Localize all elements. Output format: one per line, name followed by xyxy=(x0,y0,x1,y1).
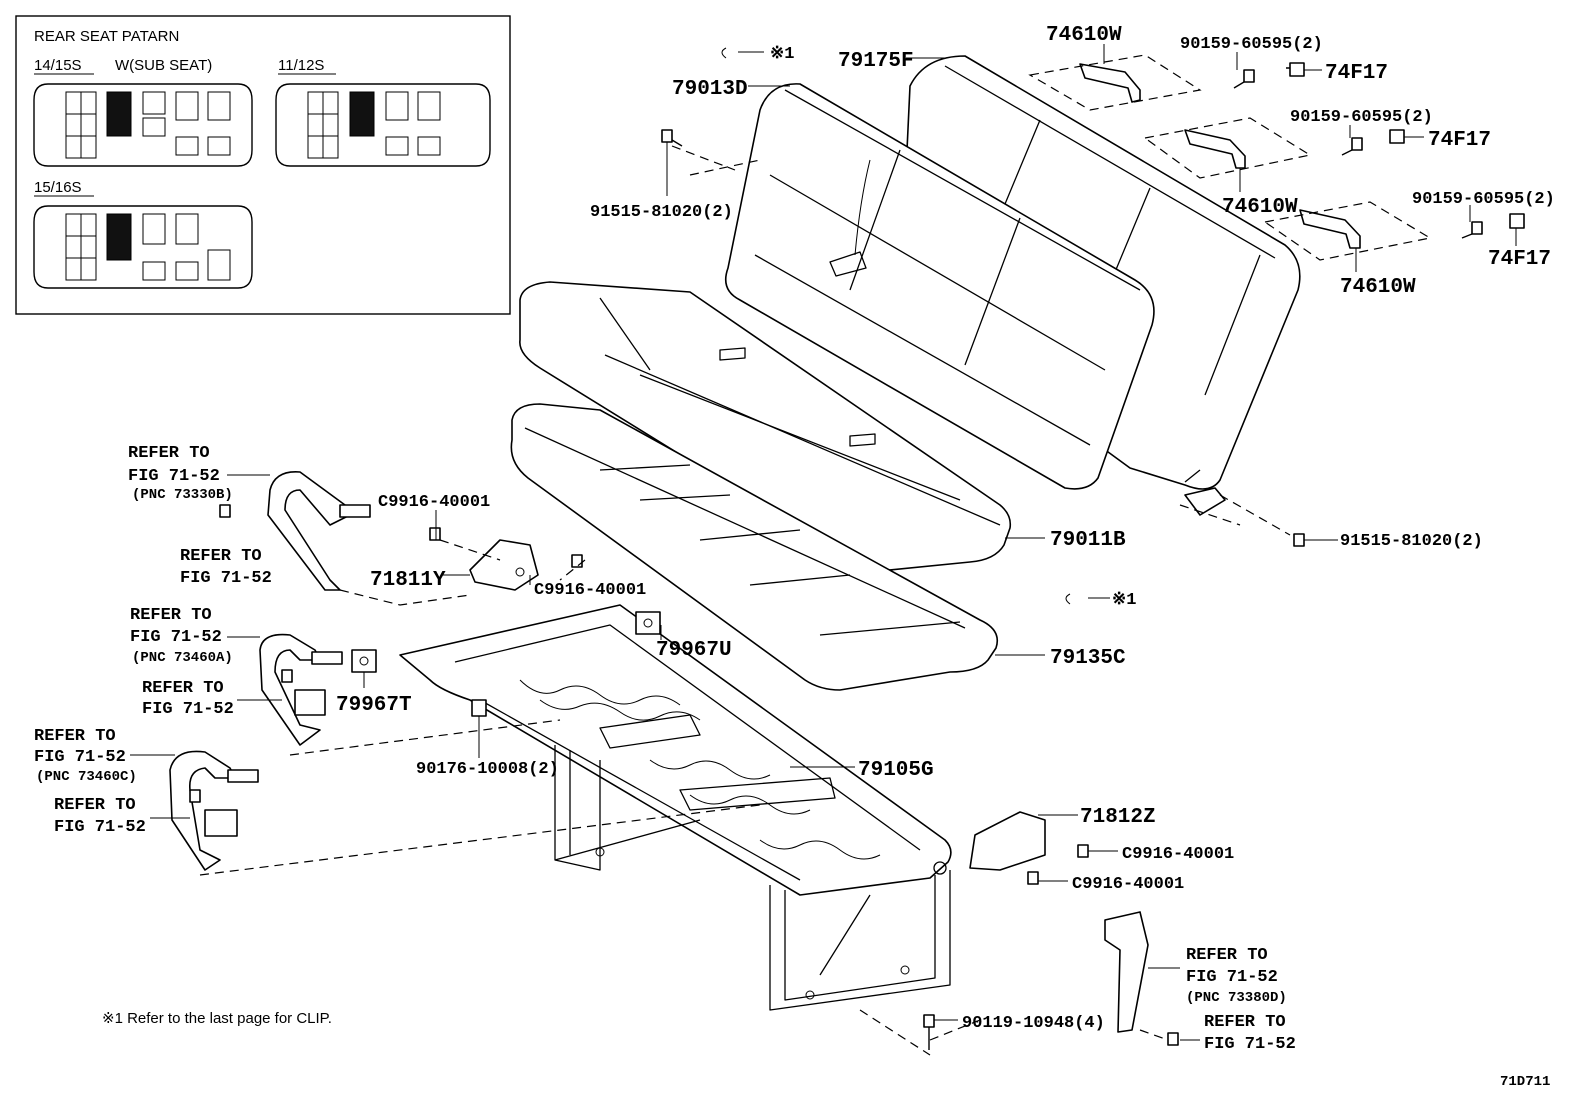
bolt-91515-2 xyxy=(1293,533,1305,547)
ref-8-line-1: REFER TO xyxy=(1204,1013,1286,1032)
label-clip-ref-2: ※1 xyxy=(1112,591,1136,610)
bolt-left-2 xyxy=(281,669,293,683)
bolt-90159-2 xyxy=(1341,137,1363,156)
label-90159-3: 90159-60595(2) xyxy=(1412,190,1555,209)
ref-7-pnc: (PNC 73380D) xyxy=(1186,990,1287,1006)
ref-7-line-1: REFER TO xyxy=(1186,946,1268,965)
ref-6-line-1: REFER TO xyxy=(54,796,136,815)
label-clip-ref-1: ※1 xyxy=(770,45,794,64)
label-90159-1: 90159-60595(2) xyxy=(1180,35,1323,54)
nut-90176 xyxy=(471,699,487,717)
clip-74F17-3 xyxy=(1509,213,1525,229)
ref-5-line-2: FIG 71-52 xyxy=(34,748,126,767)
ref-1-pnc: (PNC 73330B) xyxy=(132,487,233,503)
inset-sub-seat-marker-3 xyxy=(106,213,132,261)
label-90119: 90119-10948(4) xyxy=(962,1014,1105,1033)
inset-sub-seat-marker xyxy=(106,91,132,137)
label-79105G: 79105G xyxy=(858,759,934,782)
ref-1-line-2: FIG 71-52 xyxy=(128,467,220,486)
bolt-left-1 xyxy=(219,504,231,518)
cover-71811Y xyxy=(469,539,539,591)
ref-5-pnc: (PNC 73460C) xyxy=(36,769,137,785)
ref-4-line-1: REFER TO xyxy=(142,679,224,698)
ref-2-line-2: FIG 71-52 xyxy=(180,569,272,588)
label-91515-1: 91515-81020(2) xyxy=(590,203,733,222)
bolt-91515-1 xyxy=(661,129,683,147)
label-91515-2: 91515-81020(2) xyxy=(1340,532,1483,551)
ref-3-line-1: REFER TO xyxy=(130,606,212,625)
cover-71812Z xyxy=(969,811,1046,871)
label-74F17-2: 74F17 xyxy=(1428,129,1491,152)
inset-title: REAR SEAT PATARN xyxy=(34,28,179,45)
seatbelt-upper-left xyxy=(267,471,371,591)
inset-group-label-14-15s: 14/15S xyxy=(34,57,82,74)
nut-79967U xyxy=(635,611,661,635)
bolt-90159-1 xyxy=(1233,69,1255,89)
inset-sub-seat-label: W(SUB SEAT) xyxy=(115,57,212,74)
ref-4-line-2: FIG 71-52 xyxy=(142,700,234,719)
ref-1-line-1: REFER TO xyxy=(128,444,210,463)
bracket-74610W-1 xyxy=(1079,63,1141,103)
ref-2-line-1: REFER TO xyxy=(180,547,262,566)
seat-frame-79105G xyxy=(399,604,952,1011)
inset-sub-seat-marker-2 xyxy=(349,91,375,137)
label-79013D: 79013D xyxy=(672,78,748,101)
label-79175F: 79175F xyxy=(838,50,914,73)
label-C9916-3: C9916-40001 xyxy=(1122,845,1234,864)
bolt-left-3 xyxy=(189,789,201,803)
label-74F17-1: 74F17 xyxy=(1325,62,1388,85)
label-74610W-2: 74610W xyxy=(1222,196,1298,219)
label-74610W-3: 74610W xyxy=(1340,276,1416,299)
inset-group-label-11-12s: 11/12S xyxy=(278,57,324,74)
ref-3-pnc: (PNC 73460A) xyxy=(132,650,233,666)
ref-3-line-2: FIG 71-52 xyxy=(130,628,222,647)
seatbelt-middle-left xyxy=(259,633,343,746)
bracket-rear-lower xyxy=(1184,487,1226,516)
label-C9916-1: C9916-40001 xyxy=(378,493,490,512)
label-79967U: 79967U xyxy=(656,639,732,662)
ref-8-line-2: FIG 71-52 xyxy=(1204,1035,1296,1054)
inset-van-14-15s xyxy=(33,83,253,167)
label-79967T: 79967T xyxy=(336,694,412,717)
figure-code: 71D711 xyxy=(1500,1074,1550,1090)
label-79011B: 79011B xyxy=(1050,529,1126,552)
clip-74F17-1 xyxy=(1286,62,1305,77)
ref-6-line-2: FIG 71-52 xyxy=(54,818,146,837)
bracket-74610W-3 xyxy=(1299,209,1361,249)
screw-C9916-4 xyxy=(1027,871,1039,885)
bracket-74610W-2 xyxy=(1184,129,1246,169)
ref-5-line-1: REFER TO xyxy=(34,727,116,746)
inset-frame xyxy=(15,15,511,315)
label-C9916-4: C9916-40001 xyxy=(1072,875,1184,894)
bolt-90159-3 xyxy=(1461,221,1483,239)
label-71812Z: 71812Z xyxy=(1080,806,1156,829)
bolt-90119 xyxy=(923,1014,935,1050)
inset-van-11-12s xyxy=(275,83,491,167)
clip-74F17-2 xyxy=(1389,129,1405,144)
label-74610W-1: 74610W xyxy=(1046,24,1122,47)
label-90176: 90176-10008(2) xyxy=(416,760,559,779)
seat-cushion-cover-79135C xyxy=(510,403,999,691)
label-C9916-2: C9916-40001 xyxy=(534,581,646,600)
screw-C9916-2 xyxy=(571,554,583,568)
nut-79967T xyxy=(351,649,377,673)
screw-C9916-3 xyxy=(1077,844,1089,858)
seatbelt-buckle-right xyxy=(1104,911,1149,1033)
bolt-right-lower xyxy=(1167,1032,1179,1046)
label-90159-2: 90159-60595(2) xyxy=(1290,108,1433,127)
label-74F17-3: 74F17 xyxy=(1488,248,1551,271)
label-79135C: 79135C xyxy=(1050,647,1126,670)
seat-pattern-inset: REAR SEAT PATARN 14/15S W(SUB SEAT) 11/1… xyxy=(15,15,511,315)
seatbelt-lower-left xyxy=(169,750,259,871)
label-71811Y: 71811Y xyxy=(370,569,446,592)
inset-group-label-15-16s: 15/16S xyxy=(34,179,82,196)
seat-cushion-79011B xyxy=(519,281,1012,573)
footnote-clip: ※1 Refer to the last page for CLIP. xyxy=(102,1010,332,1027)
ref-7-line-2: FIG 71-52 xyxy=(1186,968,1278,987)
inset-van-15-16s xyxy=(33,205,253,289)
screw-C9916-1 xyxy=(429,527,441,541)
